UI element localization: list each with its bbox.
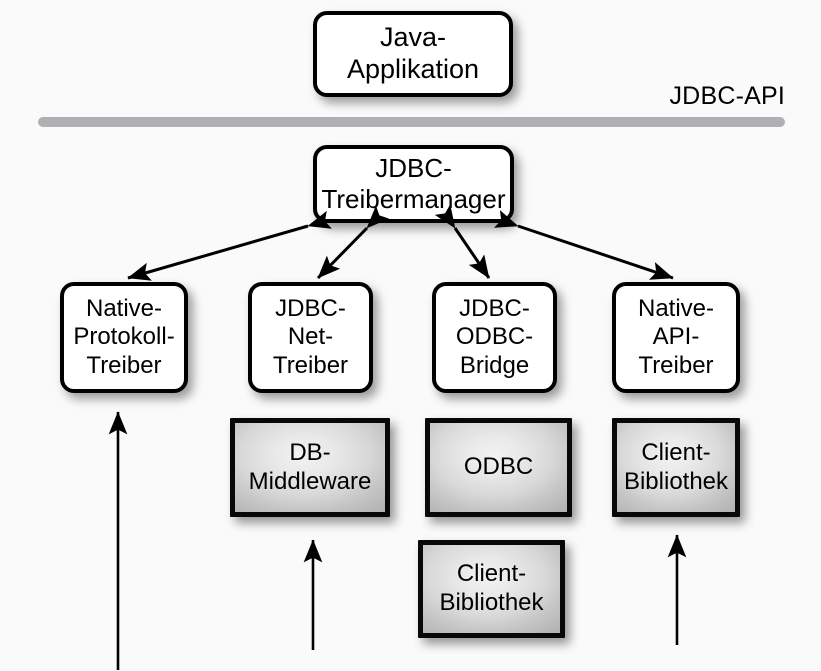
node-client-bibliothek-bottom[interactable]: Client- Bibliothek bbox=[418, 540, 565, 638]
node-db-middleware-label: DB- Middleware bbox=[248, 438, 372, 495]
arrow-manager-jdbc-net bbox=[316, 205, 390, 280]
node-client-bibliothek-bottom-label: Client- Bibliothek bbox=[439, 560, 544, 616]
node-jdbc-net-treiber-label: JDBC- Net- Treiber bbox=[272, 295, 349, 379]
arrow-manager-jdbc-odbc bbox=[434, 204, 491, 279]
node-jdbc-treibermanager[interactable]: JDBC- Treibermanager bbox=[313, 145, 514, 223]
node-jdbc-odbc-bridge[interactable]: JDBC- ODBC- Bridge bbox=[432, 282, 557, 393]
arrow-manager-native-api bbox=[493, 210, 674, 280]
arrow-manager-native-protokoll bbox=[127, 210, 332, 281]
node-native-protokoll-treiber[interactable]: Native- Protokoll- Treiber bbox=[60, 282, 188, 393]
node-db-middleware[interactable]: DB- Middleware bbox=[230, 418, 390, 517]
node-jdbc-treibermanager-label: JDBC- Treibermanager bbox=[321, 153, 506, 214]
node-client-bibliothek-right[interactable]: Client- Bibliothek bbox=[612, 418, 740, 517]
node-odbc-label: ODBC bbox=[463, 453, 534, 481]
node-jdbc-odbc-bridge-label: JDBC- ODBC- Bridge bbox=[455, 295, 534, 379]
node-odbc[interactable]: ODBC bbox=[425, 418, 572, 517]
node-java-applikation-label: Java- Applikation bbox=[346, 22, 480, 84]
node-native-protokoll-treiber-label: Native- Protokoll- Treiber bbox=[73, 295, 175, 379]
node-native-api-treiber-label: Native- API- Treiber bbox=[637, 295, 715, 379]
node-client-bibliothek-right-label: Client- Bibliothek bbox=[623, 438, 729, 495]
node-native-api-treiber[interactable]: Native- API- Treiber bbox=[612, 282, 740, 393]
jdbc-api-label: JDBC-API bbox=[669, 82, 785, 110]
node-java-applikation[interactable]: Java- Applikation bbox=[313, 11, 513, 97]
jdbc-api-separator-bar bbox=[38, 117, 785, 127]
node-jdbc-net-treiber[interactable]: JDBC- Net- Treiber bbox=[248, 282, 373, 393]
